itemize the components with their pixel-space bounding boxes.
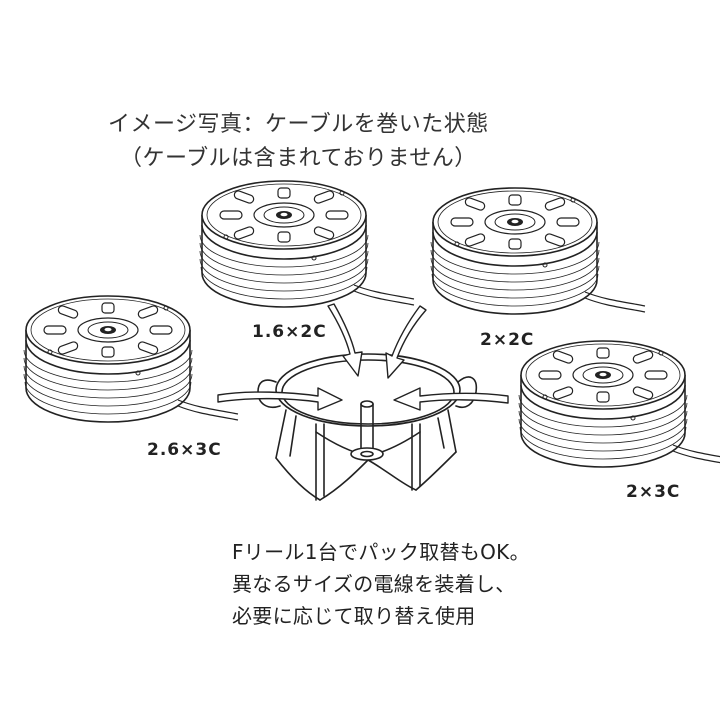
reel-label-top-left: 1.6×2C [252, 322, 327, 342]
reel-label-middle-right: 2×3C [626, 482, 681, 502]
caption-line-2: 異なるサイズの電線を装着し、 [232, 572, 516, 596]
arrow-from-middle-right [393, 387, 509, 411]
reel-top-left [199, 180, 415, 308]
reel-stand [257, 353, 478, 501]
reel-top-right [430, 187, 646, 315]
header-line-2: （ケーブルは含まれておりません） [120, 146, 477, 171]
arrow-from-middle-left [217, 387, 343, 411]
caption-line-1: Fリール1台でパック取替もOK。 [232, 540, 530, 564]
arrow-from-top-left [327, 303, 363, 377]
reel-middle-right [518, 340, 720, 468]
arrow-from-top-right [385, 305, 427, 379]
caption-line-3: 必要に応じて取り替え使用 [232, 604, 476, 628]
reel-label-top-right: 2×2C [480, 330, 535, 350]
header-line-1: イメージ写真：ケーブルを巻いた状態 [108, 112, 489, 137]
reel-label-middle-left: 2.6×3C [147, 440, 222, 460]
arrows [217, 303, 509, 411]
reel-middle-left [23, 295, 239, 423]
